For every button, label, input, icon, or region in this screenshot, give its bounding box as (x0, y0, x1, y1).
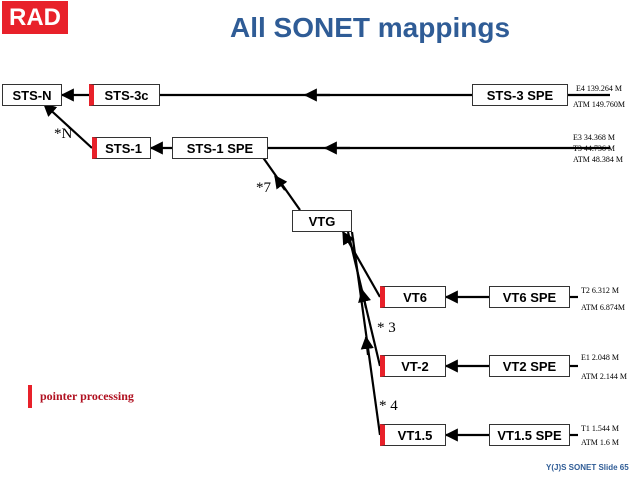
arrow-vtg (274, 174, 288, 191)
vt15-box: VT1.5 (380, 424, 446, 446)
rate-note-sts3-spe: E4 139.264 M ATM 149.760M (573, 83, 626, 110)
vt6-spe-box: VT6 SPE (489, 286, 570, 308)
rate-note-vt6-spe: T2 6.312 M ATM 6.874M (581, 285, 625, 313)
vt6-box: VT6 (380, 286, 446, 308)
line-vt6-to-vtg (342, 230, 381, 298)
rate-line: ATM 2.144 M (581, 372, 628, 381)
sts-1-spe-box: STS-1 SPE (172, 137, 268, 159)
arrow-vt15 (360, 335, 374, 356)
vt2-box: VT-2 (380, 355, 446, 377)
rate-line: T2 6.312 M (581, 286, 619, 295)
slide-footer: Y(J)S SONET Slide 65 (546, 463, 629, 472)
rate-note-vt2-spe: E1 2.048 M ATM 2.144 M (581, 352, 627, 382)
sts-1-box: STS-1 (92, 137, 151, 159)
pointer-processing-swatch (28, 385, 32, 408)
multiplier-3: * 3 (377, 320, 396, 336)
multiplier-n: *N (54, 126, 73, 142)
slide-title: All SONET mappings (229, 12, 511, 43)
rate-line: ATM 149.760M (573, 100, 626, 109)
rate-line: E3 34.368 M (573, 133, 615, 142)
rate-line: E1 2.048 M (581, 353, 619, 362)
rate-line: T3 44.736 M (573, 144, 615, 153)
sts-3-spe-box: STS-3 SPE (472, 84, 568, 106)
rate-line: ATM 1.6 M (581, 438, 620, 447)
vt15-spe-box: VT1.5 SPE (489, 424, 570, 446)
rate-line: ATM 48.384 M (573, 155, 624, 164)
arrow-vt2 (358, 288, 372, 309)
multiplier-4: * 4 (379, 398, 398, 414)
rad-logo: RAD (2, 1, 68, 34)
sts-3c-box: STS-3c (89, 84, 160, 106)
rate-note-sts1-spe: E3 34.368 M T3 44.736 M ATM 48.384 M (573, 132, 623, 165)
multiplier-7: *7 (256, 180, 271, 196)
vtg-box: VTG (292, 210, 352, 232)
pointer-processing-label: pointer processing (40, 389, 134, 403)
vt2-spe-box: VT2 SPE (489, 355, 570, 377)
rate-line: E4 139.264 M (576, 84, 622, 93)
sts-n-box: STS-N (2, 84, 62, 106)
line-sts1-to-stsn (43, 103, 93, 149)
rate-note-vt15-spe: T1 1.544 M ATM 1.6 M (581, 423, 619, 448)
line-vt15-to-vtg (350, 231, 382, 436)
rate-line: T1 1.544 M (581, 424, 619, 433)
rate-line: ATM 6.874M (581, 303, 626, 312)
